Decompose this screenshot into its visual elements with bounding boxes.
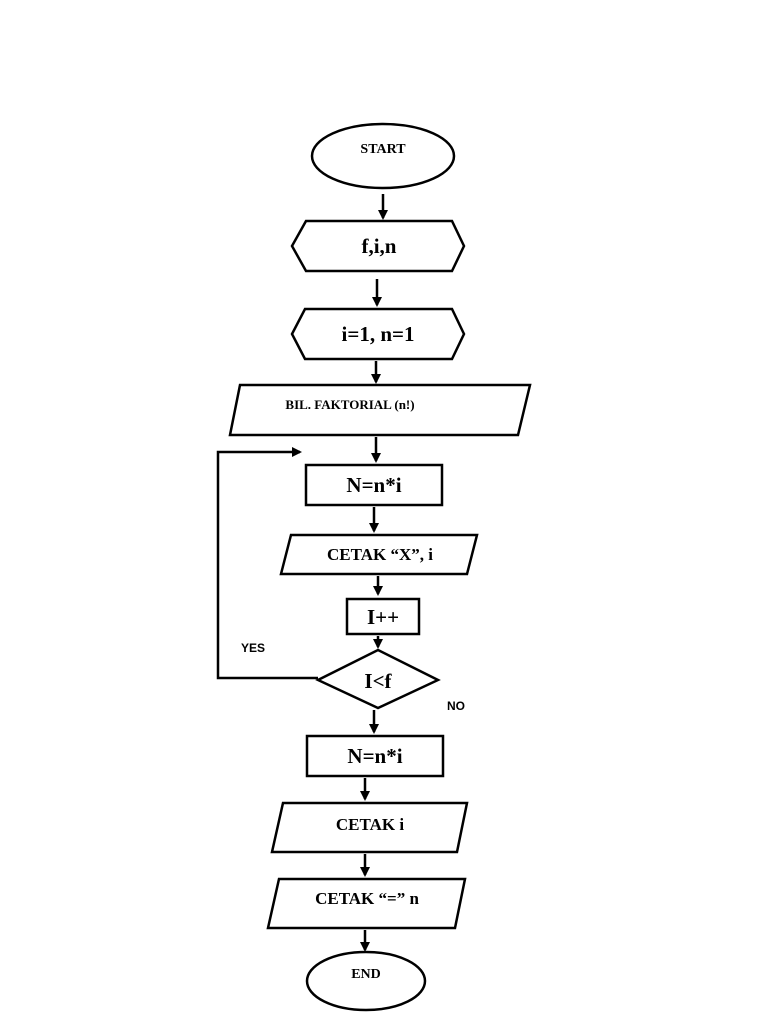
condition-node: I<f [315,648,441,710]
increment-node: I++ [345,597,421,636]
loop-back-connector [216,447,318,680]
start-node: START [310,122,456,190]
print-x-node: CETAK “X”, i [279,533,479,576]
end-node: END [305,950,427,1012]
final-multiply-node: N=n*i [305,734,445,778]
loop-multiply-node: N=n*i [304,463,444,507]
print-i-node: CETAK i [270,801,469,854]
print-result-node: CETAK “=” n [266,877,467,930]
print-i-label: CETAK i [336,815,404,834]
print-result-label: CETAK “=” n [315,889,419,908]
init-variables-label: i=1, n=1 [342,322,415,346]
input-label: BIL. FAKTORIAL (n!) [285,397,414,412]
end-label: END [351,967,381,982]
final-multiply-label: N=n*i [347,744,402,768]
condition-label: I<f [364,669,392,693]
declare-variables-node: f,i,n [290,219,466,273]
increment-label: I++ [367,605,399,629]
branch-no-label: NO [447,699,465,713]
print-x-label: CETAK “X”, i [327,545,433,564]
start-label: START [360,142,406,157]
init-variables-node: i=1, n=1 [290,307,466,361]
declare-variables-label: f,i,n [361,234,396,258]
input-node: BIL. FAKTORIAL (n!) [228,383,532,437]
branch-yes-label: YES [241,641,265,655]
loop-multiply-label: N=n*i [346,473,401,497]
